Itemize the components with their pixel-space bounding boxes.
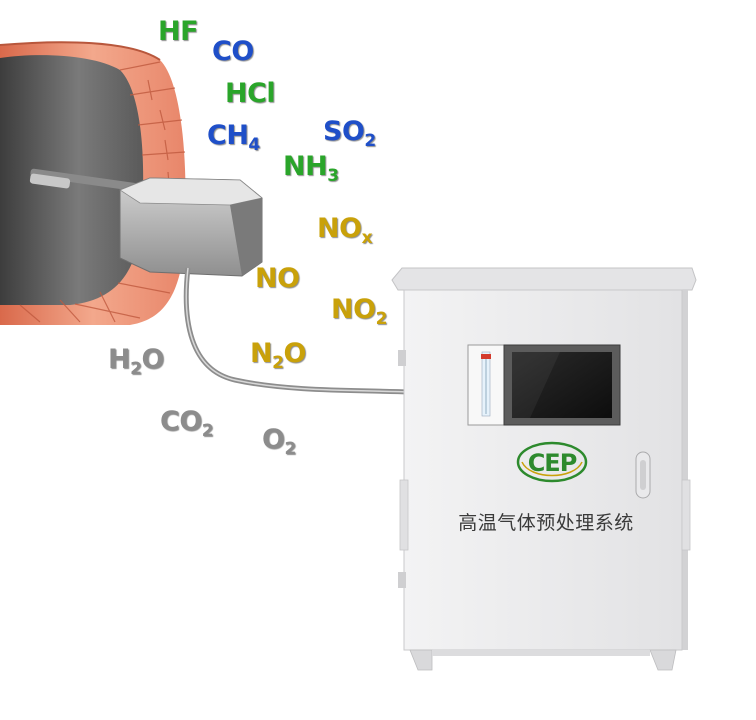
gas-label-o2: O2 bbox=[262, 424, 296, 459]
gas-label-hcl: HCl bbox=[225, 78, 276, 109]
gas-label-h2o: H2O bbox=[108, 344, 164, 379]
gas-label-no2: NO2 bbox=[331, 294, 387, 329]
gas-label-no: NO bbox=[255, 263, 300, 294]
gas-label-so2: SO2 bbox=[323, 116, 376, 151]
door-handle bbox=[635, 451, 651, 499]
probe-housing bbox=[119, 177, 263, 277]
cabinet-label: 高温气体预处理系统 bbox=[458, 512, 634, 534]
gas-label-n2o: N2O bbox=[250, 338, 306, 373]
cep-logo-text: CEP bbox=[527, 449, 578, 477]
probe-rod bbox=[29, 168, 140, 192]
flowmeter bbox=[467, 344, 505, 426]
touch-screen bbox=[503, 344, 621, 426]
gas-label-nh3: NH3 bbox=[283, 151, 339, 186]
gas-label-co: CO bbox=[212, 36, 254, 67]
gas-label-hf: HF bbox=[158, 16, 199, 47]
gas-label-co2: CO2 bbox=[160, 406, 214, 441]
gas-label-ch4: CH4 bbox=[207, 120, 260, 155]
gas-label-nox: NOx bbox=[317, 213, 373, 248]
cep-logo-mark bbox=[516, 441, 588, 483]
